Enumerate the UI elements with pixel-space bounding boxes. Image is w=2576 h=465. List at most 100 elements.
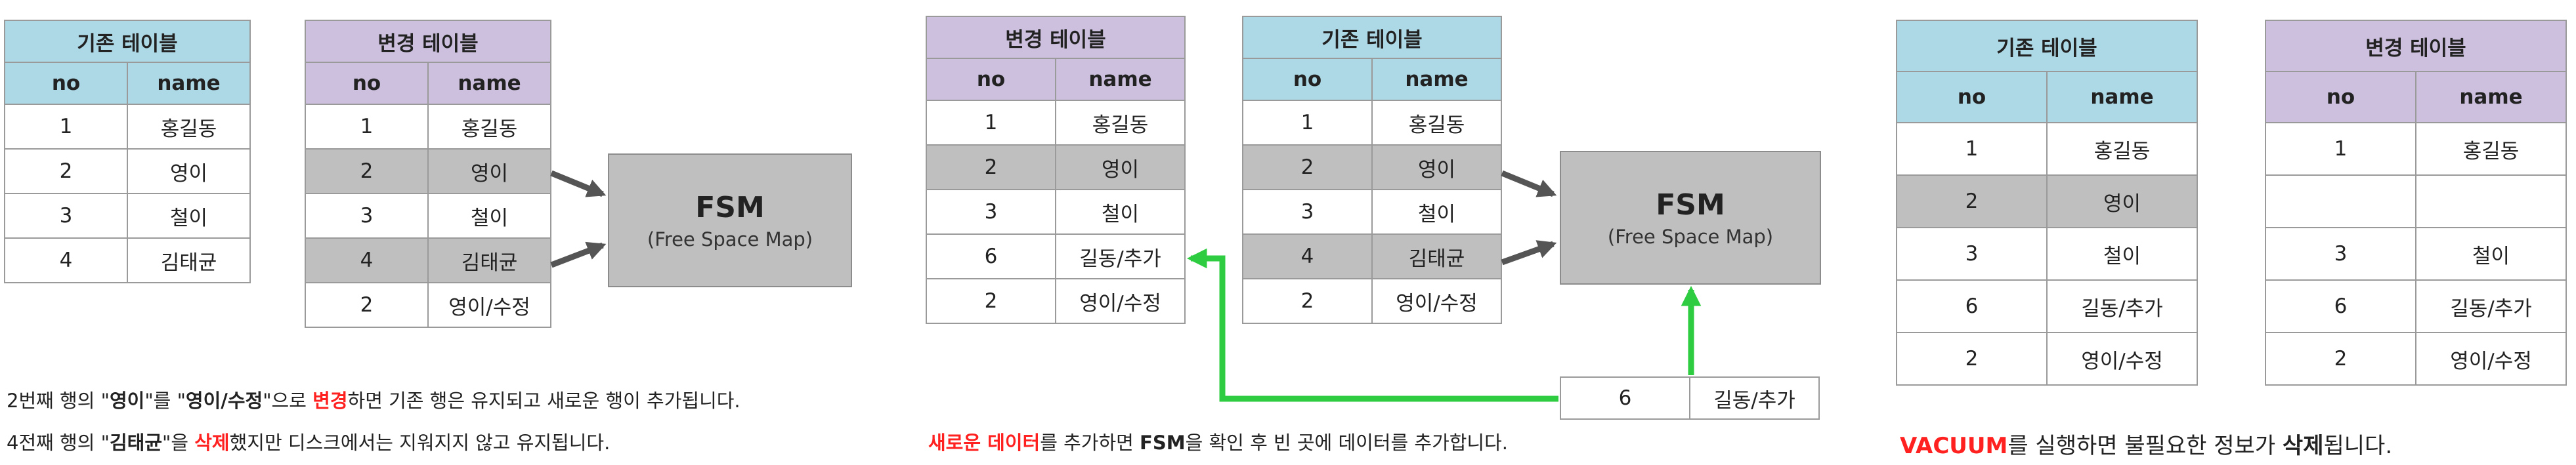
cell-name: 영이/수정: [2415, 332, 2567, 386]
cell-no: 2: [926, 144, 1056, 190]
cell-no: 1: [4, 104, 128, 150]
cell-no: 6: [1560, 376, 1690, 420]
arrow-left-icon: [1186, 248, 1558, 402]
caption-emphasis: 새로운 데이터: [928, 432, 1041, 454]
column-header-no: no: [1242, 58, 1373, 101]
cell-no: 6: [2265, 279, 2416, 333]
panel3-caption: VACUUM를 실행하면 불필요한 정보가 삭제됩니다.: [1900, 428, 2392, 460]
cell-name: 영이: [2046, 174, 2198, 228]
caption-bold: 영이/수정: [185, 390, 263, 412]
column-header-name: name: [2046, 71, 2198, 123]
cell-no: 4: [1242, 233, 1373, 279]
caption-bold: 삭제: [2282, 433, 2324, 459]
caption-emphasis: 삭제: [194, 432, 230, 454]
fsm-subtitle: (Free Space Map): [1607, 225, 1774, 248]
panel1-caption-2: 4전째 행의 "김태균"을 삭제했지만 디스크에서는 지워지지 않고 유지됩니다…: [7, 428, 610, 455]
cell-name: 홍길동: [2415, 122, 2567, 176]
cell-no: 3: [1896, 227, 2048, 281]
caption-text: "을: [162, 432, 195, 454]
column-header-name: name: [427, 62, 551, 105]
cell-no: 1: [2265, 122, 2416, 176]
fsm-box: FSM (Free Space Map): [1560, 151, 1821, 285]
caption-text: "를 ": [144, 390, 186, 412]
cell-name: 영이: [1371, 144, 1502, 190]
cell-no: 2: [926, 278, 1056, 324]
column-header-no: no: [4, 62, 128, 105]
cell-name: 홍길동: [127, 104, 251, 150]
cell-no: 1: [305, 104, 429, 150]
caption-text: 하면 기존 행은 유지되고 새로운 행이 추가됩니다.: [347, 390, 741, 412]
cell-no: 2: [305, 282, 429, 328]
cell-no: 1: [1242, 100, 1373, 146]
caption-emphasis: VACUUM: [1900, 433, 2008, 459]
cell-name: 철이: [2046, 227, 2198, 281]
caption-emphasis: 변경: [312, 390, 348, 412]
cell-name: 홍길동: [1371, 100, 1502, 146]
caption-bold: 영이: [109, 390, 145, 412]
cell-no: 4: [305, 237, 429, 283]
cell-name: 길동/추가: [2046, 279, 2198, 333]
cell-name: 철이: [2415, 227, 2567, 281]
caption-text: 를 실행하면 불필요한 정보가: [2007, 433, 2283, 459]
cell-no: 6: [926, 233, 1056, 279]
column-header-no: no: [1896, 71, 2048, 123]
cell-no: 6: [1896, 279, 2048, 333]
caption-text: 을 확인 후 빈 곳에 데이터를 추가합니다.: [1185, 432, 1509, 454]
cell-no: 1: [1896, 122, 2048, 176]
caption-bold: 김태균: [109, 432, 162, 454]
caption-text: 됩니다.: [2323, 433, 2393, 459]
cell-name: 영이: [1055, 144, 1186, 190]
cell-no: 2: [1896, 174, 2048, 228]
cell-name: 철이: [127, 193, 251, 239]
cell-name: 철이: [1055, 189, 1186, 235]
arrow-icon: [550, 170, 607, 197]
cell-name: 길동/추가: [1689, 376, 1820, 420]
cell-no: 3: [2265, 227, 2416, 281]
cell-no: 2: [1896, 332, 2048, 386]
cell-name: 영이/수정: [1055, 278, 1186, 324]
cell-no: 4: [4, 237, 128, 283]
column-header-name: name: [1371, 58, 1502, 101]
caption-bold: FSM: [1140, 432, 1186, 454]
cell-name: 길동/추가: [1055, 233, 1186, 279]
cell-name: 김태균: [127, 237, 251, 283]
cell-name: 영이/수정: [1371, 278, 1502, 324]
caption-text: 2번째 행의 ": [7, 390, 110, 412]
cell-no: 3: [1242, 189, 1373, 235]
cell-name: 철이: [427, 193, 551, 239]
caption-text: 를 추가하면: [1040, 432, 1140, 454]
table-caption: 기존 테이블: [1242, 16, 1502, 59]
caption-text: 4전째 행의 ": [7, 432, 110, 454]
arrow-icon: [1501, 240, 1557, 266]
cell-name: 영이/수정: [2046, 332, 2198, 386]
table-caption: 기존 테이블: [1896, 20, 2198, 72]
column-header-name: name: [127, 62, 251, 105]
cell-no: 3: [926, 189, 1056, 235]
cell-no: 3: [305, 193, 429, 239]
column-header-name: name: [2415, 71, 2567, 123]
panel1-caption-1: 2번째 행의 "영이"를 "영이/수정"으로 변경하면 기존 행은 유지되고 새…: [7, 386, 741, 413]
fsm-box: FSM (Free Space Map): [608, 153, 852, 287]
cell-no: 2: [2265, 332, 2416, 386]
cell-no: 2: [305, 148, 429, 194]
